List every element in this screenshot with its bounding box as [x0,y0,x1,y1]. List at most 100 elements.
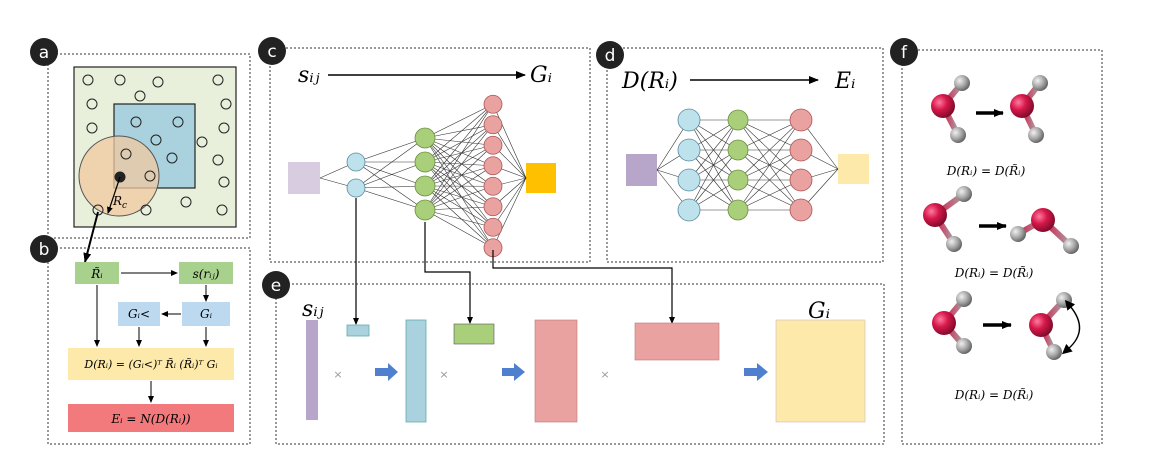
connection [424,137,494,167]
panel-a-frame [47,53,251,239]
atom [218,176,230,188]
connection [424,124,494,211]
connection [492,177,527,228]
badge-f [890,38,918,66]
atom [134,90,146,102]
connection [355,137,426,189]
hydrogen-atom [956,186,972,202]
badge-f-label: f [901,43,908,63]
atom [212,154,224,166]
panel-d-frame [606,47,884,263]
badge-c [258,37,286,65]
oxygen-atom [1031,208,1055,232]
c-output-label: Gᵢ [530,63,552,88]
oxygen-atom [932,311,956,335]
hydrogen-atom [1028,127,1044,143]
connection [688,149,739,211]
connection [737,119,802,181]
neuron [414,127,436,149]
connection [424,104,494,211]
connection [424,185,494,211]
oxygen-atom [923,203,947,227]
connection [424,137,494,228]
connector-layer2 [424,222,473,324]
neuron [483,94,503,114]
panel-b: b R̃ᵢ s(rᵢⱼ) Gᵢ< Gᵢ D(Rᵢ) = (Gᵢ<)ᵀ R̃ᵢ (… [30,235,251,445]
connection [424,145,494,211]
connection [424,104,494,187]
times-1: × [333,368,342,381]
connection [424,161,494,228]
s-rij-text: s(rᵢⱼ) [193,267,220,281]
neuron [346,152,366,172]
atom [172,116,184,128]
atom [212,74,224,86]
oxygen-atom [931,94,955,118]
connection [424,104,494,163]
badge-d-label: d [605,46,616,66]
connection [424,185,494,248]
neuron [677,168,701,192]
neuron [483,135,503,155]
connection [737,179,802,211]
badge-e [262,271,290,299]
e-arrow-1 [375,363,398,381]
atom [166,152,178,164]
e-output-label: Gᵢ [808,299,830,324]
r-tilde-text: R̃ᵢ [90,266,103,281]
atom [150,134,162,146]
hydrogen-atom [950,127,966,143]
atom [82,74,94,86]
hydrogen-atom [946,236,962,252]
d-input-box [626,154,657,186]
badge-d [596,41,624,69]
hydrogen-atom [956,291,972,307]
neuron [677,108,701,132]
connection [424,161,494,248]
hydrogen-atom [1063,238,1079,254]
atom [130,116,142,128]
connection [424,124,494,163]
badge-a [30,38,58,66]
neuron [677,138,701,162]
arrow-a-to-b [83,211,99,263]
connection [355,185,426,189]
g-less-text: Gᵢ< [128,307,150,321]
atom [144,170,156,182]
neuron [414,175,436,197]
oxygen-atom [1010,94,1034,118]
energy-box [68,404,234,432]
d-input-label: D(Rᵢ) [621,69,678,94]
swap-arrow [1061,299,1081,355]
connection [424,206,494,211]
connection [424,103,494,139]
neuron [727,139,749,161]
connection [424,185,494,208]
panel-f: f D(Rᵢ) = D(R̃ᵢ) D(Rᵢ) = D(R̃ᵢ) D(Rᵢ) = … [890,38,1103,445]
badge-a-label: a [39,43,49,63]
neuron [414,199,436,221]
connection [492,124,527,179]
molecules [923,75,1079,360]
neuron [789,108,813,132]
descriptor-eq: D(Rᵢ) = (Gᵢ<)ᵀ R̃ᵢ (R̃ᵢ)ᵀ Gᵢ [83,358,217,371]
neuron [414,151,436,173]
panel-e: e sᵢⱼ Gᵢ × × × [262,271,885,445]
neuron [789,138,813,162]
g-less-box [118,302,160,326]
f-eq-3: D(Rᵢ) = D(R̃ᵢ) [954,387,1034,402]
panel-d: d D(Rᵢ) Eᵢ [596,41,884,263]
connection [424,137,494,248]
fitting-network [656,108,839,222]
connection [355,161,426,189]
times-2: × [439,368,448,381]
embedding-network [319,94,527,258]
connection [355,137,426,163]
hydrogen-atom [1032,75,1048,91]
g-i-box [182,302,230,326]
neuron [483,176,503,196]
connection [355,187,426,211]
atom [196,136,208,148]
e-arrow-2 [502,363,525,381]
f-eq-1: D(Rᵢ) = D(R̃ᵢ) [946,163,1026,178]
